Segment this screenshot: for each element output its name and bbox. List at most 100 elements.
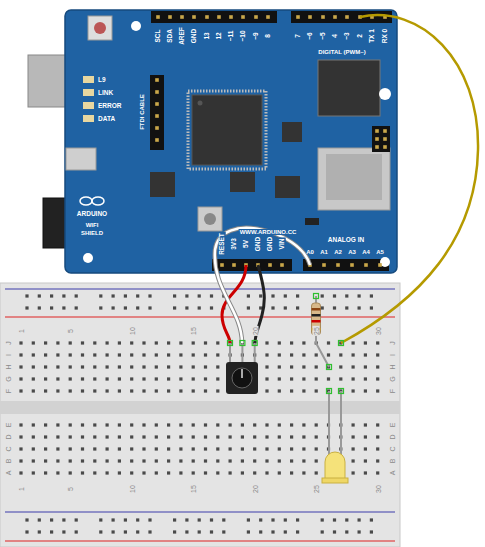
header-pin [268, 263, 272, 267]
breadboard-hole [265, 459, 268, 462]
arduino-wifi-shield-part [305, 218, 319, 225]
breadboard-hole [19, 389, 22, 392]
inserted-hole-marker [339, 389, 344, 394]
breadboard-hole [216, 353, 219, 356]
breadboard-hole [278, 435, 281, 438]
breadboard-hole [142, 423, 145, 426]
breadboard-hole [167, 423, 170, 426]
column-number: 20 [251, 326, 258, 336]
breadboard-hole [284, 294, 287, 297]
breadboard-hole [179, 365, 182, 368]
breadboard-hole [19, 365, 22, 368]
breadboard-hole [265, 377, 268, 380]
row-letter: F [389, 388, 396, 394]
jumper-wires-part [215, 228, 310, 343]
breadboard-hole [204, 459, 207, 462]
breadboard-hole [253, 447, 256, 450]
pin-label: 12 [216, 32, 223, 39]
breadboard-hole [173, 530, 176, 533]
breadboard-hole [32, 435, 35, 438]
pin-label: GND [191, 29, 198, 43]
breadboard-hole [19, 353, 22, 356]
breadboard-hole [118, 471, 121, 474]
breadboard-hole [19, 435, 22, 438]
breadboard-hole [118, 447, 121, 450]
pin-label: ~6 [307, 32, 314, 39]
breadboard-hole [130, 447, 133, 450]
breadboard-hole [198, 306, 201, 309]
breadboard-hole [284, 530, 287, 533]
arduino-wifi-shield-part [198, 207, 222, 231]
header-pin [217, 15, 221, 19]
breadboard-hole [167, 459, 170, 462]
jumper-wires [215, 15, 478, 343]
breadboard-hole [315, 377, 318, 380]
breadboard-hole [315, 353, 318, 356]
breadboard-hole [167, 353, 170, 356]
row-letter: C [5, 445, 12, 452]
breadboard-hole [376, 423, 379, 426]
breadboard-hole [358, 294, 361, 297]
header-pin [296, 15, 300, 19]
breadboard-hole [130, 341, 133, 344]
breadboard-hole [38, 306, 41, 309]
breadboard-hole [173, 306, 176, 309]
inserted-hole-marker [339, 341, 344, 346]
header-pin [383, 129, 387, 133]
breadboard-hole [142, 377, 145, 380]
breadboard-hole [376, 459, 379, 462]
breadboard-hole [339, 377, 342, 380]
breadboard-hole [124, 306, 127, 309]
breadboard-hole [93, 353, 96, 356]
breadboard-hole [192, 459, 195, 462]
breadboard-hole [321, 294, 324, 297]
breadboard-hole [302, 423, 305, 426]
potentiometer-part [254, 343, 256, 364]
pin-label: ~3 [344, 32, 351, 39]
breadboard-hole [130, 435, 133, 438]
breadboard-hole [253, 459, 256, 462]
breadboard-hole [370, 294, 373, 297]
breadboard-hole [69, 389, 72, 392]
breadboard-hole [364, 435, 367, 438]
potentiometer-part [229, 343, 231, 364]
column-number: 10 [128, 326, 135, 336]
breadboard-hole [32, 377, 35, 380]
breadboard-hole [229, 459, 232, 462]
breadboard-hole [278, 389, 281, 392]
breadboard-hole [136, 306, 139, 309]
resistor [312, 296, 330, 367]
breadboard-hole [247, 530, 250, 533]
header-pin [383, 137, 387, 141]
breadboard-hole [56, 459, 59, 462]
breadboard-hole [278, 447, 281, 450]
header-pin [280, 263, 284, 267]
breadboard-hole [204, 377, 207, 380]
pin-label: A3 [348, 249, 356, 255]
breadboard-hole [265, 423, 268, 426]
breadboard-hole [142, 389, 145, 392]
breadboard-hole [50, 530, 53, 533]
header-pin [333, 15, 337, 19]
breadboard-hole [352, 341, 355, 344]
pin-label: A1 [320, 249, 328, 255]
breadboard-hole [333, 530, 336, 533]
row-letter: I [389, 353, 396, 357]
breadboard-hole [93, 435, 96, 438]
header-pin [378, 263, 382, 267]
breadboard-hole [339, 365, 342, 368]
breadboard-hole [192, 341, 195, 344]
breadboard-hole [179, 447, 182, 450]
column-number: 5 [67, 486, 74, 492]
breadboard-hole [278, 377, 281, 380]
breadboard-hole [112, 530, 115, 533]
breadboard-hole [25, 530, 28, 533]
pin-label: AREF [179, 27, 186, 45]
breadboard-hole [185, 530, 188, 533]
breadboard-hole [142, 341, 145, 344]
arduino-wifi-shield-part [372, 126, 390, 152]
breadboard-hole [19, 377, 22, 380]
breadboard-hole [216, 389, 219, 392]
pin-label: VIN [279, 238, 286, 251]
